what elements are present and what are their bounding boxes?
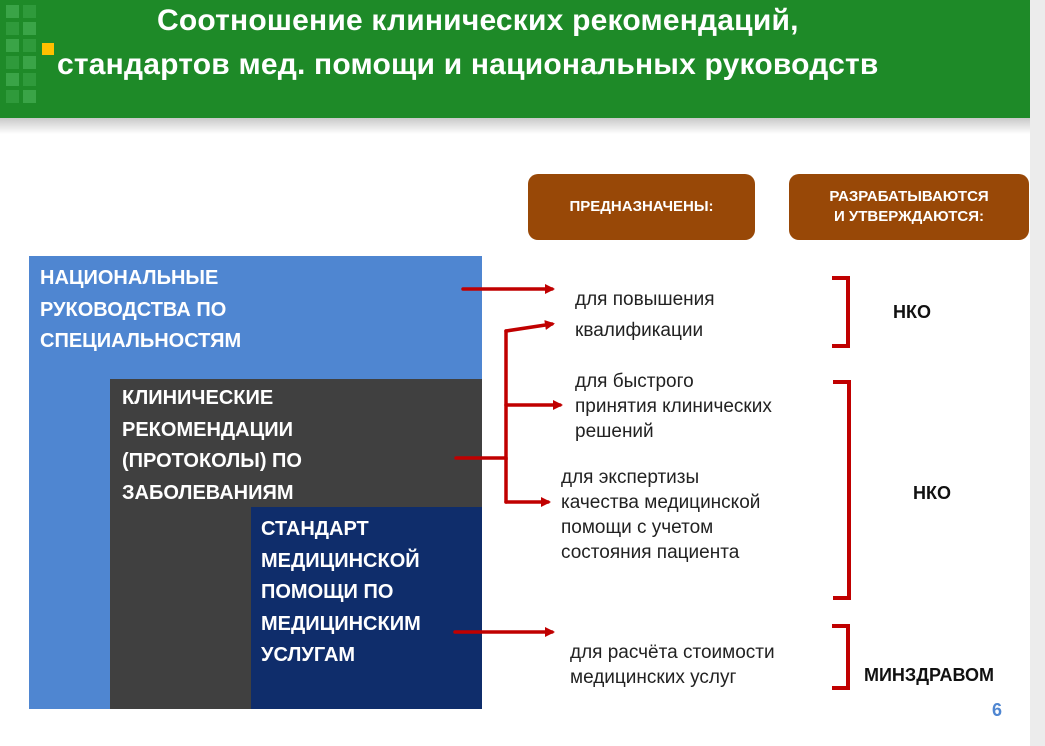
bracket-1 bbox=[832, 276, 850, 348]
arrow-clinical-to-qualification bbox=[504, 320, 555, 333]
deco-square bbox=[23, 56, 36, 69]
deco-square bbox=[6, 56, 19, 69]
title-line-1: Соотношение клинических рекомендаций, bbox=[157, 4, 799, 37]
brackets bbox=[832, 276, 851, 690]
deco-square bbox=[6, 39, 19, 52]
developer-minzdrav: МИНЗДРАВОМ bbox=[864, 665, 994, 685]
national-guides-label: НАЦИОНАЛЬНЫЕ РУКОВОДСТВА ПО СПЕЦИАЛЬНОСТ… bbox=[40, 263, 241, 358]
purpose-line: для быстрого bbox=[575, 371, 694, 392]
deco-square bbox=[6, 90, 19, 103]
purpose-line: состояния пациента bbox=[561, 542, 740, 563]
deco-square bbox=[23, 5, 36, 18]
deco-square bbox=[23, 22, 36, 35]
block-label-line: НАЦИОНАЛЬНЫЕ bbox=[40, 267, 219, 289]
developer-nko-1: НКО bbox=[893, 302, 931, 322]
bracket-3 bbox=[832, 624, 850, 690]
deco-square bbox=[6, 73, 19, 86]
purpose-qualification: для повышения bbox=[575, 289, 715, 310]
title-bullet bbox=[42, 43, 54, 55]
purpose-line: помощи с учетом bbox=[561, 517, 714, 538]
clinical-recommendations-label: КЛИНИЧЕСКИЕ РЕКОМЕНДАЦИИ (ПРОТОКОЛЫ) ПО … bbox=[122, 383, 302, 509]
block-label-line: (ПРОТОКОЛЫ) ПО bbox=[122, 450, 302, 472]
care-standard-block bbox=[251, 507, 482, 709]
block-label-line: КЛИНИЧЕСКИЕ bbox=[122, 387, 274, 409]
purpose-line: принятия клинических bbox=[575, 396, 772, 417]
purpose-expertise: для экспертизы качества медицинской помо… bbox=[561, 465, 760, 565]
arrows bbox=[453, 284, 563, 637]
title-line-2: стандартов мед. помощи и национальных ру… bbox=[57, 48, 879, 81]
purpose-line: качества медицинской bbox=[561, 492, 761, 513]
developer-label-line: РАЗРАБАТЫВАЮТСЯ bbox=[829, 188, 989, 205]
deco-square bbox=[23, 90, 36, 103]
purpose-column-label: ПРЕДНАЗНАЧЕНЫ: bbox=[528, 174, 755, 240]
block-label-line: МЕДИЦИНСКОЙ bbox=[261, 549, 420, 572]
developer-label-text: РАЗРАБАТЫВАЮТСЯ И УТВЕРЖДАЮТСЯ: bbox=[829, 187, 988, 227]
block-label-line: СТАНДАРТ bbox=[261, 518, 369, 540]
block-label-line: РЕКОМЕНДАЦИИ bbox=[122, 418, 293, 441]
developer-label-line: И УТВЕРЖДАЮТСЯ: bbox=[833, 208, 985, 225]
purpose-qualification-cont: квалификации bbox=[575, 320, 704, 341]
arrow-clinical-trunk bbox=[454, 329, 508, 460]
purpose-cost-calc: для расчёта стоимости медицинских услуг bbox=[570, 640, 775, 690]
block-label-line: УСЛУГАМ bbox=[261, 644, 356, 666]
block-label-line: РУКОВОДСТВА ПО bbox=[40, 298, 227, 321]
block-label-line: ПОМОЩИ ПО bbox=[261, 581, 394, 603]
deco-square bbox=[6, 5, 19, 18]
developer-column-label: РАЗРАБАТЫВАЮТСЯ И УТВЕРЖДАЮТСЯ: bbox=[789, 174, 1029, 240]
header-bar: Соотношение клинических рекомендаций, ст… bbox=[0, 0, 1030, 118]
care-standard-label: СТАНДАРТ МЕДИЦИНСКОЙ ПОМОЩИ ПО МЕДИЦИНСК… bbox=[261, 514, 421, 672]
purpose-fast-decisions: для быстрого принятия клинических решени… bbox=[575, 369, 772, 444]
block-label-line: МЕДИЦИНСКИМ bbox=[261, 612, 421, 635]
deco-square bbox=[23, 73, 36, 86]
deco-square bbox=[6, 22, 19, 35]
page-number: 6 bbox=[992, 700, 1003, 720]
block-label-line: ЗАБОЛЕВАНИЯМ bbox=[122, 481, 294, 504]
bracket-2 bbox=[833, 380, 851, 600]
header-shadow bbox=[0, 118, 1030, 134]
purpose-label-text: ПРЕДНАЗНАЧЕНЫ: bbox=[569, 198, 714, 215]
developer-nko-2: НКО bbox=[913, 483, 951, 503]
slide-edge bbox=[1030, 0, 1045, 746]
deco-square bbox=[23, 39, 36, 52]
purpose-line: решений bbox=[575, 421, 654, 442]
purpose-line: для экспертизы bbox=[561, 467, 700, 488]
purpose-line: для расчёта стоимости bbox=[570, 642, 775, 663]
block-label-line: СПЕЦИАЛЬНОСТЯМ bbox=[40, 330, 242, 352]
purpose-line: медицинских услуг bbox=[570, 667, 737, 688]
